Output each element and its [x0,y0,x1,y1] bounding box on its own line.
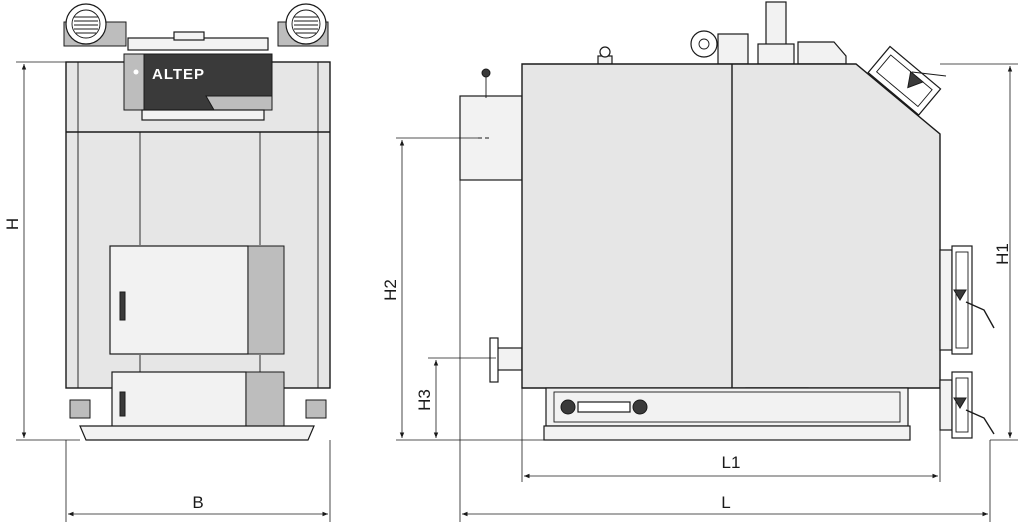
side-view [459,1,995,441]
side-upper-door [939,249,953,351]
dimension-b: B [65,440,331,522]
left-leg [69,399,91,419]
dimension-l: L [459,180,991,522]
dimension-h: H [3,61,80,441]
thermometer-icon [481,68,491,78]
lifting-eye-icon [690,30,718,58]
return-flange [489,337,499,383]
right-knob-icon [632,399,648,415]
upper-door-latch-icon [953,289,967,301]
dimension-h1: H1 [940,63,1018,441]
feed-door-icon [867,45,942,116]
front-view: ALTEP [63,3,331,441]
dimension-h2: H2 [381,137,546,441]
return-pipe [495,347,523,371]
left-knob-icon [560,399,576,415]
brand-logo: ALTEP [152,66,205,83]
lower-door-latch-icon [953,397,967,409]
dimension-l1: L1 [521,388,941,482]
lower-door [111,371,247,437]
lower-door-hinge [245,371,285,437]
right-leg [305,399,327,419]
side-body [521,63,941,389]
front-base [79,425,315,441]
upper-door-handle-icon [119,291,126,321]
dimension-l-label: L [721,493,730,512]
dimension-h1-label: H1 [993,243,1012,265]
dimension-h-label: H [3,218,22,230]
right-fan-icon [277,3,329,47]
upper-door [109,245,249,355]
dimension-h2-label: H2 [381,279,400,301]
left-fan-icon [63,3,127,47]
top-pipe [765,1,787,47]
top-fitting [173,31,205,41]
dimension-h3-label: H3 [415,389,434,411]
dimension-h3: H3 [415,357,496,438]
dimension-b-label: B [192,493,203,512]
side-lower-door [939,379,953,431]
lower-door-handle-icon [119,391,126,417]
cleaning-hatch [577,401,631,413]
upper-door-hinge [247,245,285,355]
dimension-l1-label: L1 [722,453,741,472]
